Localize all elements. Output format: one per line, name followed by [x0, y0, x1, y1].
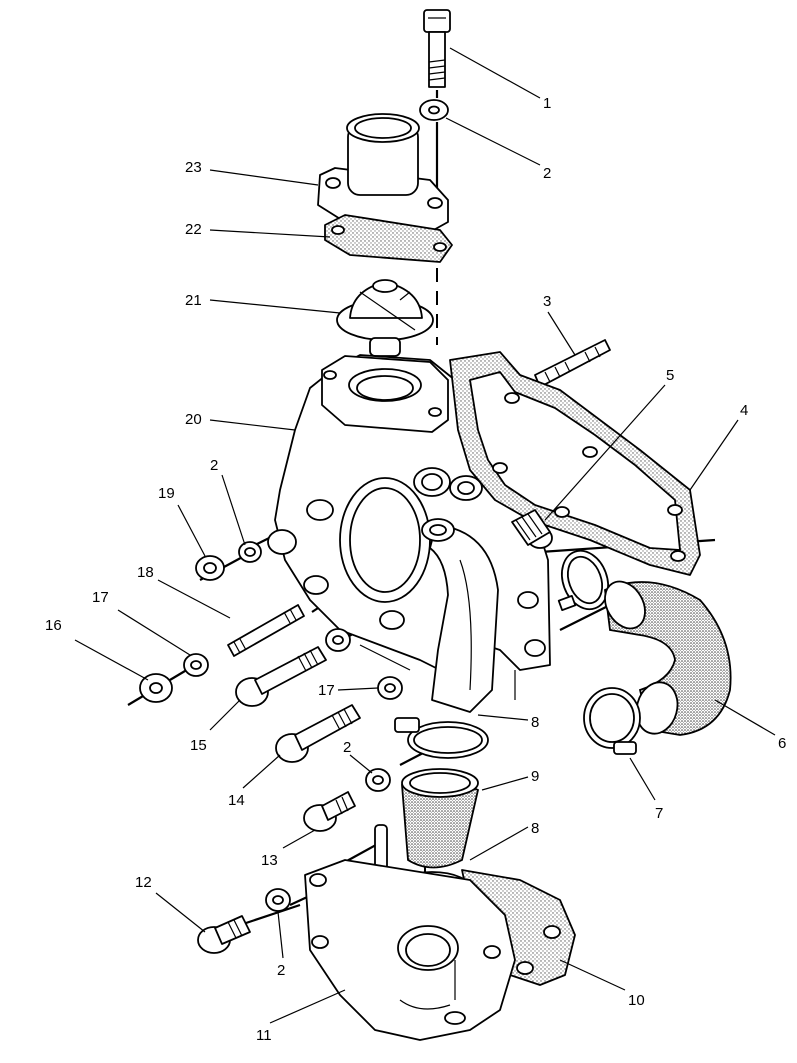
callout-23: 23 [185, 159, 202, 176]
callout-16: 16 [45, 617, 62, 634]
nut-part-19 [195, 555, 225, 581]
callout-8-upper: 8 [531, 714, 539, 731]
callout-8-lower: 8 [531, 820, 539, 837]
callout-1: 1 [543, 95, 551, 112]
hose-clamp-part-7 [583, 687, 641, 755]
washer-part-2-mid [365, 768, 391, 792]
thermostat-part-21 [336, 279, 434, 357]
washer-part-2-lower [265, 888, 291, 912]
callout-7: 7 [655, 805, 663, 822]
callout-18: 18 [137, 564, 154, 581]
callout-3: 3 [543, 293, 551, 310]
hose-clamp-part-7-upper [557, 549, 609, 611]
hose-clamp-part-8-upper [394, 717, 489, 759]
callout-10: 10 [628, 992, 645, 1009]
bolt-part-1 [423, 9, 451, 88]
bolt-part-12 [197, 915, 251, 954]
callout-21: 21 [185, 292, 202, 309]
callout-6: 6 [778, 735, 786, 752]
callout-9: 9 [531, 768, 539, 785]
stud-part-18 [227, 604, 305, 657]
gasket-part-22 [324, 214, 453, 263]
callout-labels: 1 2 2 2 2 3 4 5 6 7 8 8 9 10 11 12 13 14… [45, 95, 786, 1044]
callout-15: 15 [190, 737, 207, 754]
washer-part-17-upper [183, 628, 351, 677]
callout-4: 4 [740, 402, 748, 419]
callout-2-top: 2 [543, 165, 551, 182]
nut-part-16 [139, 673, 173, 703]
callout-19: 19 [158, 485, 175, 502]
stud-part-3 [534, 339, 611, 388]
callout-12: 12 [135, 874, 152, 891]
gasket-part-4 [449, 351, 701, 576]
callout-2-bottom: 2 [277, 962, 285, 979]
thermostat-housing-part-23 [317, 113, 449, 233]
callout-22: 22 [185, 221, 202, 238]
callout-17-lower: 17 [318, 682, 335, 699]
water-housing-part-20 [274, 354, 551, 713]
callout-20: 20 [185, 411, 202, 428]
callout-14: 14 [228, 792, 245, 809]
washer-part-17-lower [377, 676, 403, 700]
lower-housing-part-11 [304, 859, 516, 1041]
callout-17-upper: 17 [92, 589, 109, 606]
leader-lines [74, 47, 776, 1024]
callout-13: 13 [261, 852, 278, 869]
washer-part-2-top [419, 99, 449, 121]
callout-2-left: 2 [210, 457, 218, 474]
callout-5: 5 [666, 367, 674, 384]
washer-part-2-left [238, 529, 297, 563]
hose-part-9 [401, 768, 480, 869]
bolt-part-13 [303, 791, 356, 832]
spring-part-5 [511, 509, 553, 549]
bolt-part-15 [235, 646, 327, 707]
elbow-hose-part-6 [604, 580, 732, 736]
bolt-part-14 [275, 704, 361, 763]
callout-2-mid: 2 [343, 739, 351, 756]
callout-11: 11 [256, 1027, 272, 1044]
